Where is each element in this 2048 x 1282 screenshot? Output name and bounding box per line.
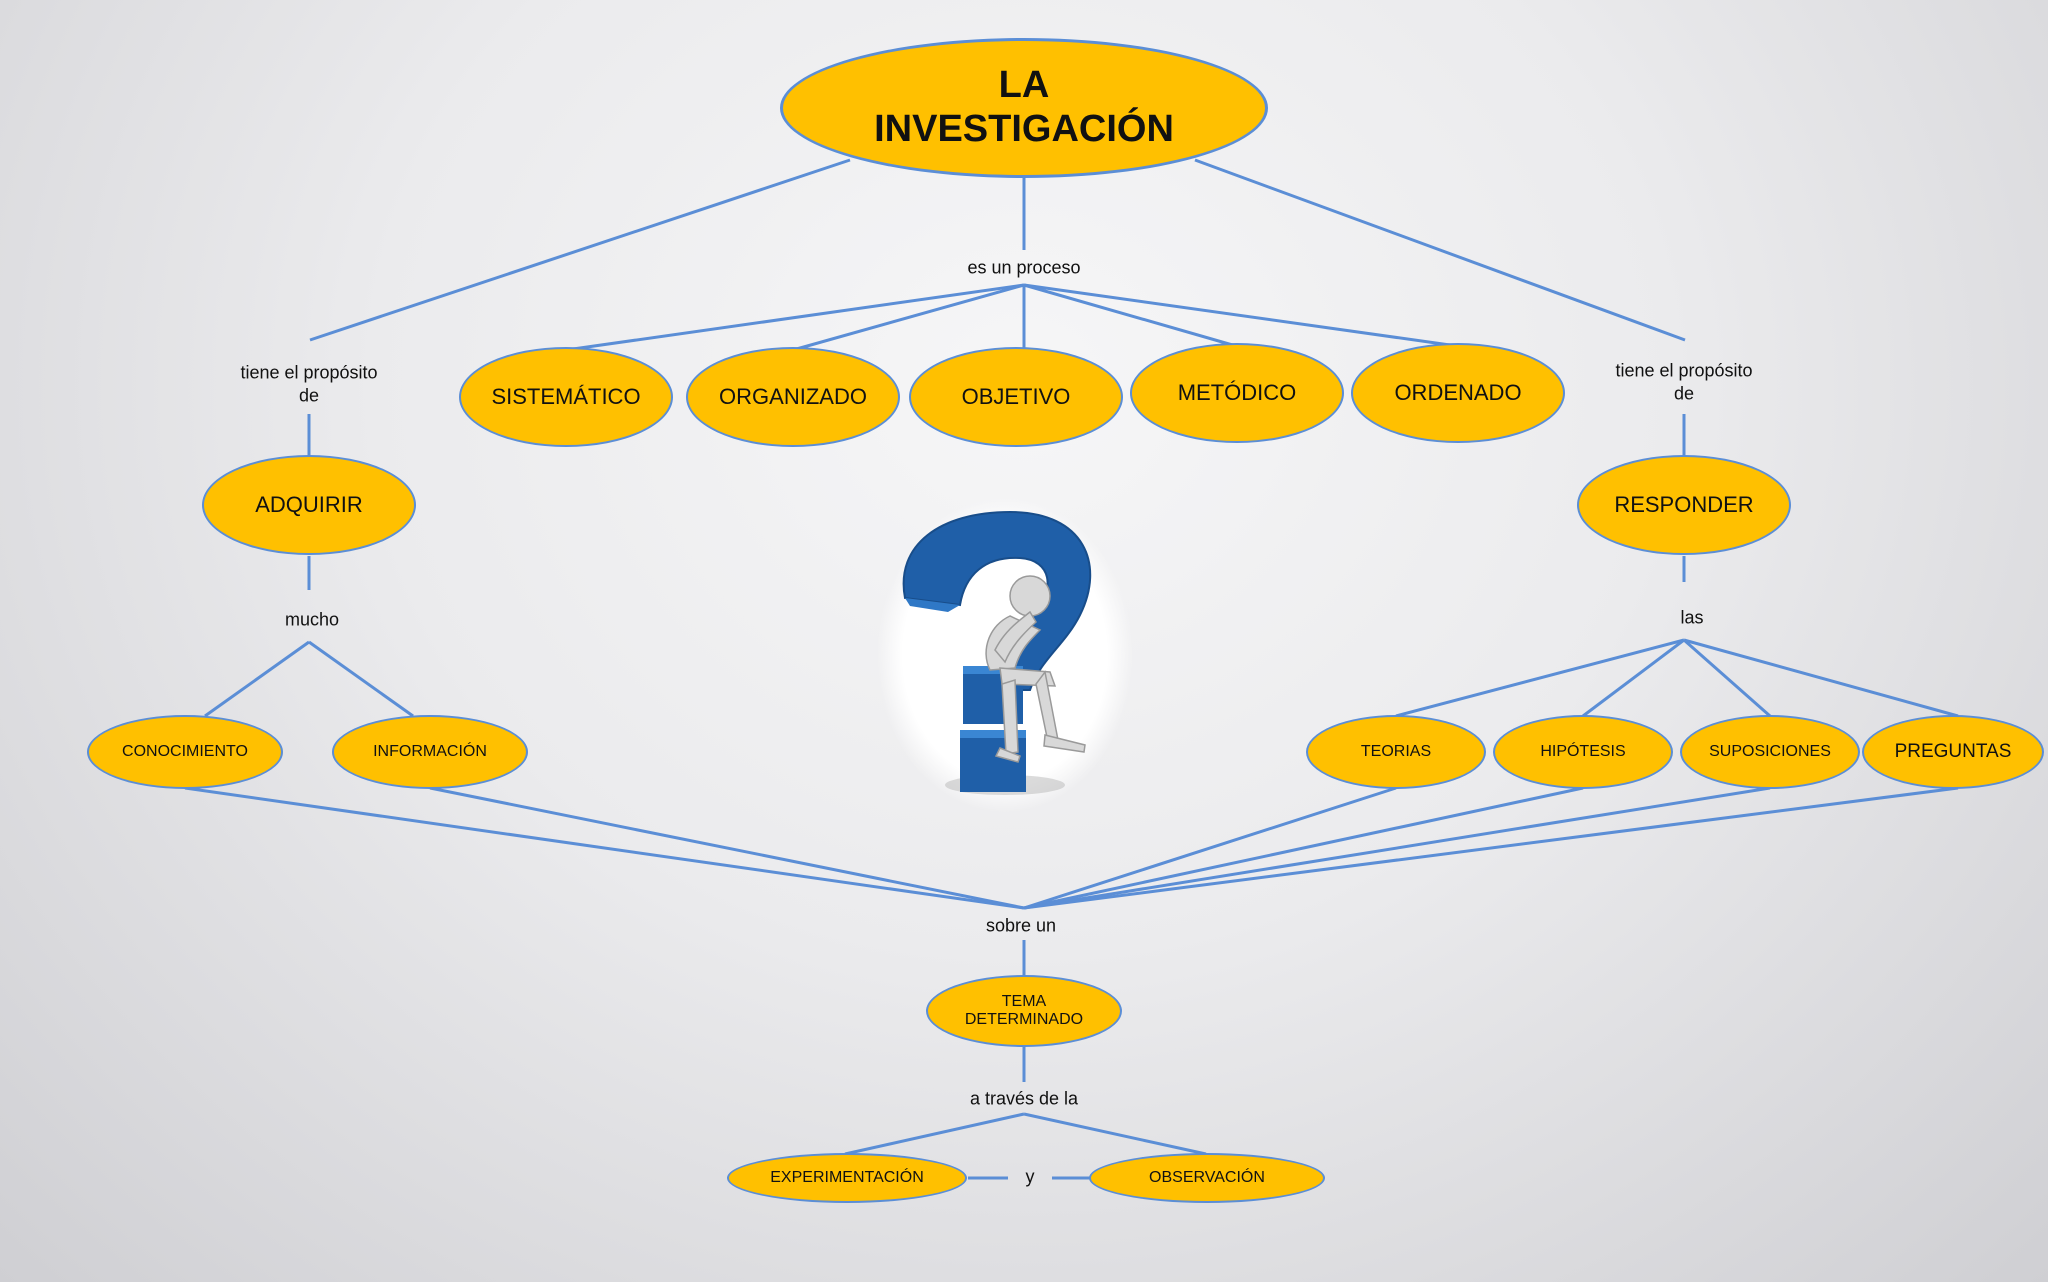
node-label: CONOCIMIENTO: [122, 742, 248, 760]
main-title: LA INVESTIGACIÓN: [874, 64, 1174, 150]
node-metodico: METÓDICO: [1130, 343, 1344, 443]
node-label: EXPERIMENTACIÓN: [770, 1168, 924, 1186]
node-label: INFORMACIÓN: [373, 742, 487, 760]
node-label: TEMA DETERMINADO: [964, 992, 1084, 1028]
node-responder: RESPONDER: [1577, 455, 1791, 555]
node-label: ORDENADO: [1394, 380, 1522, 406]
label-proposito-left: tiene el propósito de: [240, 362, 378, 406]
node-teorias: TEORIAS: [1306, 715, 1486, 789]
node-label: METÓDICO: [1177, 380, 1297, 406]
node-adquirir: ADQUIRIR: [202, 455, 416, 555]
main-title-node: LA INVESTIGACIÓN: [780, 38, 1268, 178]
node-label: OBJETIVO: [961, 384, 1071, 410]
node-objetivo: OBJETIVO: [909, 347, 1123, 447]
node-observacion: OBSERVACIÓN: [1089, 1153, 1325, 1203]
node-preguntas: PREGUNTAS: [1862, 715, 2044, 789]
node-informacion: INFORMACIÓN: [332, 715, 528, 789]
label-a-traves: a través de la: [969, 1088, 1079, 1109]
label-proposito-right: tiene el propósito de: [1615, 360, 1753, 404]
node-ordenado: ORDENADO: [1351, 343, 1565, 443]
label-mucho: mucho: [284, 609, 340, 630]
node-label: ORGANIZADO: [719, 384, 867, 410]
label-las: las: [1680, 607, 1704, 628]
node-label: PREGUNTAS: [1894, 741, 2012, 763]
node-label: SISTEMÁTICO: [491, 384, 641, 410]
label-y: y: [1025, 1166, 1035, 1187]
node-label: HIPÓTESIS: [1540, 742, 1626, 760]
label-sobre-un: sobre un: [985, 915, 1057, 936]
node-experimentacion: EXPERIMENTACIÓN: [727, 1153, 967, 1203]
node-sistematico: SISTEMÁTICO: [459, 347, 673, 447]
node-suposiciones: SUPOSICIONES: [1680, 715, 1860, 789]
node-tema-determinado: TEMA DETERMINADO: [926, 975, 1122, 1047]
node-label: ADQUIRIR: [255, 492, 363, 518]
node-hipotesis: HIPÓTESIS: [1493, 715, 1673, 789]
node-label: SUPOSICIONES: [1709, 742, 1831, 760]
node-label: TEORIAS: [1360, 742, 1432, 760]
node-label: RESPONDER: [1614, 492, 1754, 518]
node-label: OBSERVACIÓN: [1149, 1168, 1265, 1186]
label-es-un-proceso: es un proceso: [967, 257, 1081, 278]
node-organizado: ORGANIZADO: [686, 347, 900, 447]
node-conocimiento: CONOCIMIENTO: [87, 715, 283, 789]
